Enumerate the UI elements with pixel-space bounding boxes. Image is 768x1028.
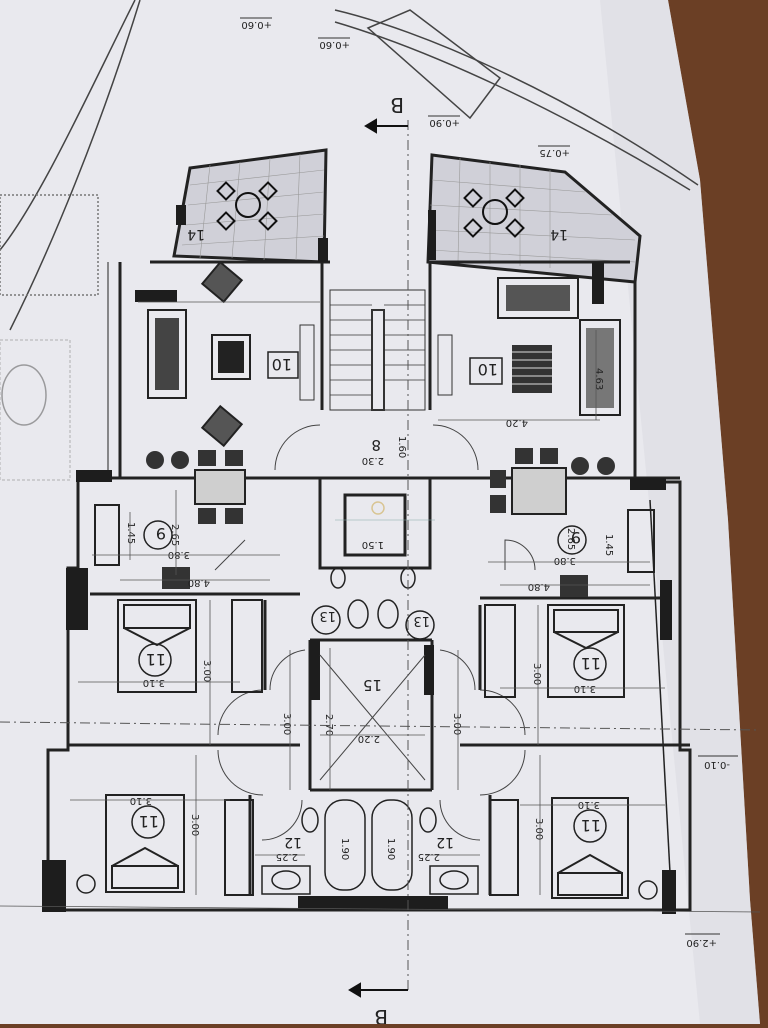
dim-230: 2.30 [362, 455, 384, 466]
stair-core [299, 289, 453, 557]
room-label-stair: 8 [371, 436, 381, 454]
kitchen-right: 9 [490, 448, 655, 597]
kitchen-left: 9 [94, 450, 246, 589]
dimension-lines [0, 301, 761, 913]
armchair-icon [200, 260, 244, 448]
dim-225-right: 2.25 [418, 851, 440, 862]
logo-watermark [335, 501, 435, 521]
level-markers: +0.60 +0.60 +0.90 +0.75 -0.10 +2.90 [241, 19, 730, 948]
sink-icon [627, 509, 655, 573]
room-label-kitchen-right: 9 [571, 528, 581, 547]
bed-icon [547, 604, 625, 698]
sink-icon [94, 504, 120, 566]
balcony-right: 14 [426, 153, 642, 284]
bathrooms [76, 799, 658, 900]
dim-380-left: 3.80 [168, 549, 190, 560]
dim-300-bed1: 3.00 [201, 660, 212, 682]
dim-463: 4.63 [593, 368, 604, 390]
dim-190-left: 1.90 [339, 838, 350, 860]
bed-icon [117, 599, 197, 693]
dim-480-left: 4.80 [188, 577, 210, 588]
dim-220: 2.20 [358, 733, 380, 744]
dimension-labels: 4.63 4.20 2.30 1.60 2.65 2.65 1.45 1.45 … [125, 368, 614, 862]
sofa-icon [147, 309, 187, 399]
living-right: 10 [469, 277, 621, 416]
section-arrows [348, 118, 408, 998]
level-top-right2: +0.75 [539, 147, 570, 158]
dim-310-bed3: 3.10 [130, 795, 152, 806]
dim-160: 1.60 [396, 436, 407, 458]
room-label-bedroom-1: 11 [146, 650, 166, 669]
room-label-balcony-left: 14 [187, 226, 205, 242]
bed-icon [105, 794, 185, 893]
dim-300-hall-left: 3.00 [281, 713, 292, 735]
dim-380-right: 3.80 [554, 555, 576, 566]
level-bottom-right: +2.90 [686, 937, 717, 948]
level-top-right1: +0.90 [429, 117, 460, 128]
dim-270: 2.70 [323, 714, 334, 736]
rug-icon [512, 345, 552, 393]
axis-lines [0, 120, 761, 990]
room-label-bedroom-4: 11 [581, 816, 601, 835]
stamp-mark [0, 339, 71, 481]
dining-table-icon [194, 469, 246, 505]
room-label-balcony-right: 14 [550, 226, 568, 242]
room-label-living-left: 10 [272, 355, 292, 374]
balcony-table-icon [463, 188, 525, 238]
room-label-wc-left: 13 [319, 608, 336, 623]
dim-300-hall-right: 3.00 [451, 713, 462, 735]
level-top-mid: +0.60 [319, 39, 350, 50]
dim-310-bed2: 3.10 [574, 683, 596, 694]
dim-150: 1.50 [362, 539, 384, 550]
room-label-bath-left: 12 [284, 834, 302, 850]
section-mark-bottom: B [374, 1005, 388, 1024]
room-label-kitchen-left: 9 [156, 524, 166, 543]
level-right: -0.10 [704, 759, 730, 770]
dim-265-right: 2.65 [565, 528, 576, 550]
dim-300-bed2: 3.00 [531, 663, 542, 685]
dim-190-right: 1.90 [385, 838, 396, 860]
level-top-left: +0.60 [241, 19, 272, 30]
tv-icon [211, 334, 251, 380]
dim-300-bed4: 3.00 [533, 818, 544, 840]
dim-300-bed3: 3.00 [189, 814, 200, 836]
balcony-table-icon [216, 181, 278, 231]
sofa-icon [497, 277, 579, 319]
dim-310-bed4: 3.10 [578, 799, 600, 810]
dim-225-left: 2.25 [276, 851, 298, 862]
balcony-left: 14 [172, 148, 328, 264]
room-label-living-right: 10 [478, 360, 498, 379]
site-lines [0, 0, 699, 331]
door-swings [214, 424, 536, 841]
dim-480-right: 4.80 [528, 581, 550, 592]
room-label-hall: 15 [363, 676, 382, 694]
bedroom-labels: 11 11 11 11 [131, 643, 607, 843]
dining-table-icon [511, 467, 567, 515]
dim-265-left: 2.65 [169, 524, 180, 546]
dim-310-bed1: 3.10 [143, 677, 165, 688]
room-label-bedroom-2: 11 [581, 654, 601, 673]
wall-columns [42, 205, 676, 914]
bed-icon [551, 797, 629, 899]
living-left: 10 [147, 260, 299, 448]
dim-420: 4.20 [506, 417, 528, 428]
room-label-bedroom-3: 11 [139, 812, 159, 831]
dim-145-left: 1.45 [125, 522, 136, 544]
dim-145-right: 1.45 [603, 534, 614, 556]
room-label-bath-right: 12 [436, 834, 454, 850]
room-label-wc-right: 13 [413, 613, 430, 628]
sofa-icon [579, 319, 621, 416]
section-mark-top: B [390, 93, 404, 117]
